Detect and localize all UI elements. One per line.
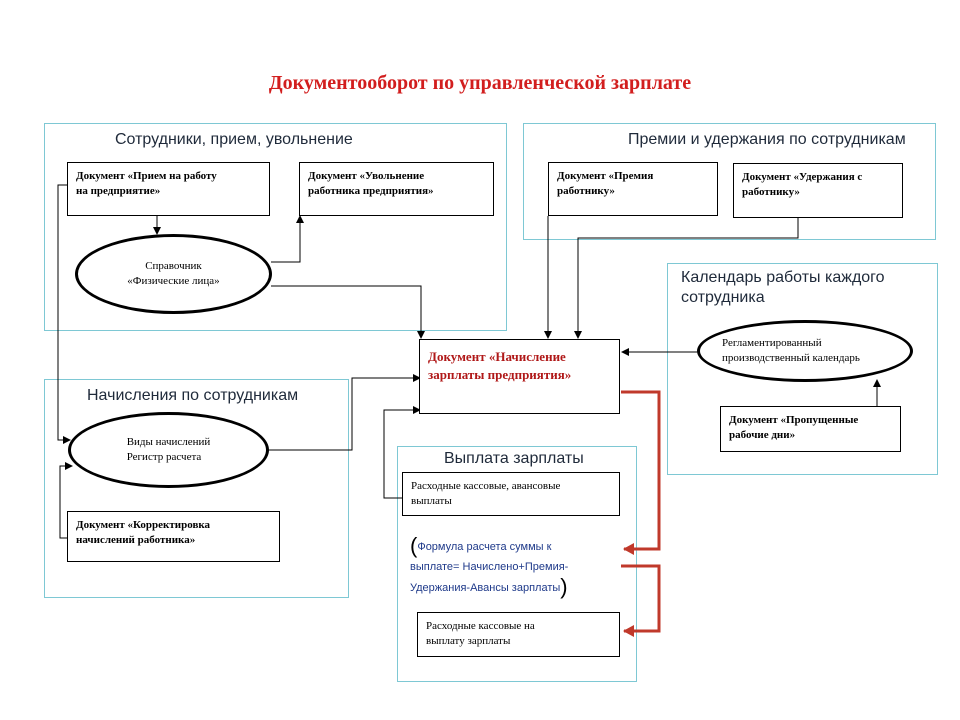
correction-document-box[interactable]: Документ «Корректировка начислений работ…: [67, 511, 280, 562]
bonus-document-box[interactable]: Документ «Премия работнику»: [548, 162, 718, 216]
group-accruals-title: Начисления по сотрудникам: [87, 387, 299, 404]
cash-salary-line1: Расходные кассовые на: [426, 620, 535, 632]
hire-document-box[interactable]: Документ «Прием на работу на предприятие…: [67, 162, 270, 216]
accrual-types-line2: Регистр расчета: [126, 451, 202, 463]
group-employees-title: Сотрудники, прием, увольнение: [115, 131, 353, 148]
dismiss-document-box[interactable]: Документ «Увольнение работника предприят…: [299, 162, 494, 216]
dismiss-document-line1: Документ «Увольнение: [308, 170, 425, 182]
persons-reference-line2: «Физические лица»: [127, 275, 220, 287]
group-payment: Выплата зарплаты: [397, 446, 637, 682]
formula-line2: выплате= Начислено+Премия-: [410, 561, 569, 573]
cash-advance-line1: Расходные кассовые, авансовые: [411, 480, 561, 492]
group-bonuses-title: Премии и удержания по сотрудникам: [628, 131, 906, 148]
payroll-document-box[interactable]: Документ «Начисление зарплаты предприяти…: [419, 339, 620, 414]
group-calendar: Календарь работы каждого сотрудника: [667, 263, 938, 475]
hire-document-line1: Документ «Прием на работу: [76, 170, 217, 182]
regulated-calendar-line1: Регламентированный: [722, 337, 822, 349]
accrual-types-line1: Виды начислений: [126, 436, 211, 448]
connector-advance-to-payroll: [383, 406, 421, 499]
persons-reference-ellipse[interactable]: Справочник «Физические лица»: [75, 234, 272, 314]
missed-days-document-line2: рабочие дни»: [729, 429, 796, 441]
connector-deduction-to-payroll: [574, 218, 799, 339]
group-bonuses: Премии и удержания по сотрудникам: [523, 123, 936, 240]
deduction-document-box[interactable]: Документ «Удержания с работнику»: [733, 163, 903, 218]
formula-open-paren: (: [410, 533, 418, 558]
missed-days-document-line1: Документ «Пропущенные: [729, 414, 859, 426]
bonus-document-line2: работнику»: [557, 185, 615, 197]
connector-correction-to-accruals: [59, 462, 73, 539]
payout-formula: (Формула расчета суммы к выплате= Начисл…: [410, 533, 620, 599]
connector-hire-to-accruals: [57, 184, 71, 444]
diagram-title: Документооборот по управленческой зарпла…: [268, 72, 692, 94]
cash-salary-line2: выплату зарплаты: [426, 635, 511, 647]
formula-line1: Формула расчета суммы к: [417, 541, 552, 553]
deduction-document-line2: работнику»: [742, 186, 800, 198]
group-calendar-title-line1: Календарь работы каждого: [681, 269, 885, 286]
payroll-document-line2: зарплаты предприятия»: [428, 367, 572, 382]
missed-days-document-box[interactable]: Документ «Пропущенные рабочие дни»: [720, 406, 901, 452]
formula-line3: Удержания-Авансы зарплаты: [410, 582, 561, 594]
regulated-calendar-ellipse[interactable]: Регламентированный производственный кале…: [697, 320, 913, 382]
correction-document-line2: начислений работника»: [76, 534, 196, 546]
cash-advance-box[interactable]: Расходные кассовые, авансовые выплаты: [402, 472, 620, 516]
dismiss-document-line2: работника предприятия»: [308, 185, 434, 197]
highlight-arrow-formula-to-cash: [621, 564, 661, 637]
group-employees: Сотрудники, прием, увольнение: [44, 123, 507, 331]
payroll-document-line1: Документ «Начисление: [428, 349, 566, 364]
bonus-document-line1: Документ «Премия: [557, 170, 654, 182]
deduction-document-line1: Документ «Удержания с: [742, 171, 863, 183]
correction-document-line1: Документ «Корректировка: [76, 519, 211, 531]
group-calendar-title-line2: сотрудника: [681, 289, 765, 306]
formula-close-paren: ): [560, 574, 568, 599]
cash-advance-line2: выплаты: [411, 495, 452, 507]
connector-persons-to-payroll: [271, 285, 425, 339]
persons-reference-line1: Справочник: [145, 260, 202, 272]
connector-accruals-to-payroll: [267, 374, 421, 451]
cash-salary-box[interactable]: Расходные кассовые на выплату зарплаты: [417, 612, 620, 657]
group-payment-title: Выплата зарплаты: [444, 450, 584, 467]
hire-document-line2: на предприятие»: [76, 185, 161, 197]
regulated-calendar-line2: производственный календарь: [722, 352, 860, 364]
connector-persons-to-dismiss: [271, 215, 304, 263]
accrual-types-ellipse[interactable]: Виды начислений Регистр расчета: [68, 412, 269, 488]
group-accruals: Начисления по сотрудникам: [44, 379, 349, 598]
highlight-arrow-payroll-to-formula: [621, 390, 661, 555]
